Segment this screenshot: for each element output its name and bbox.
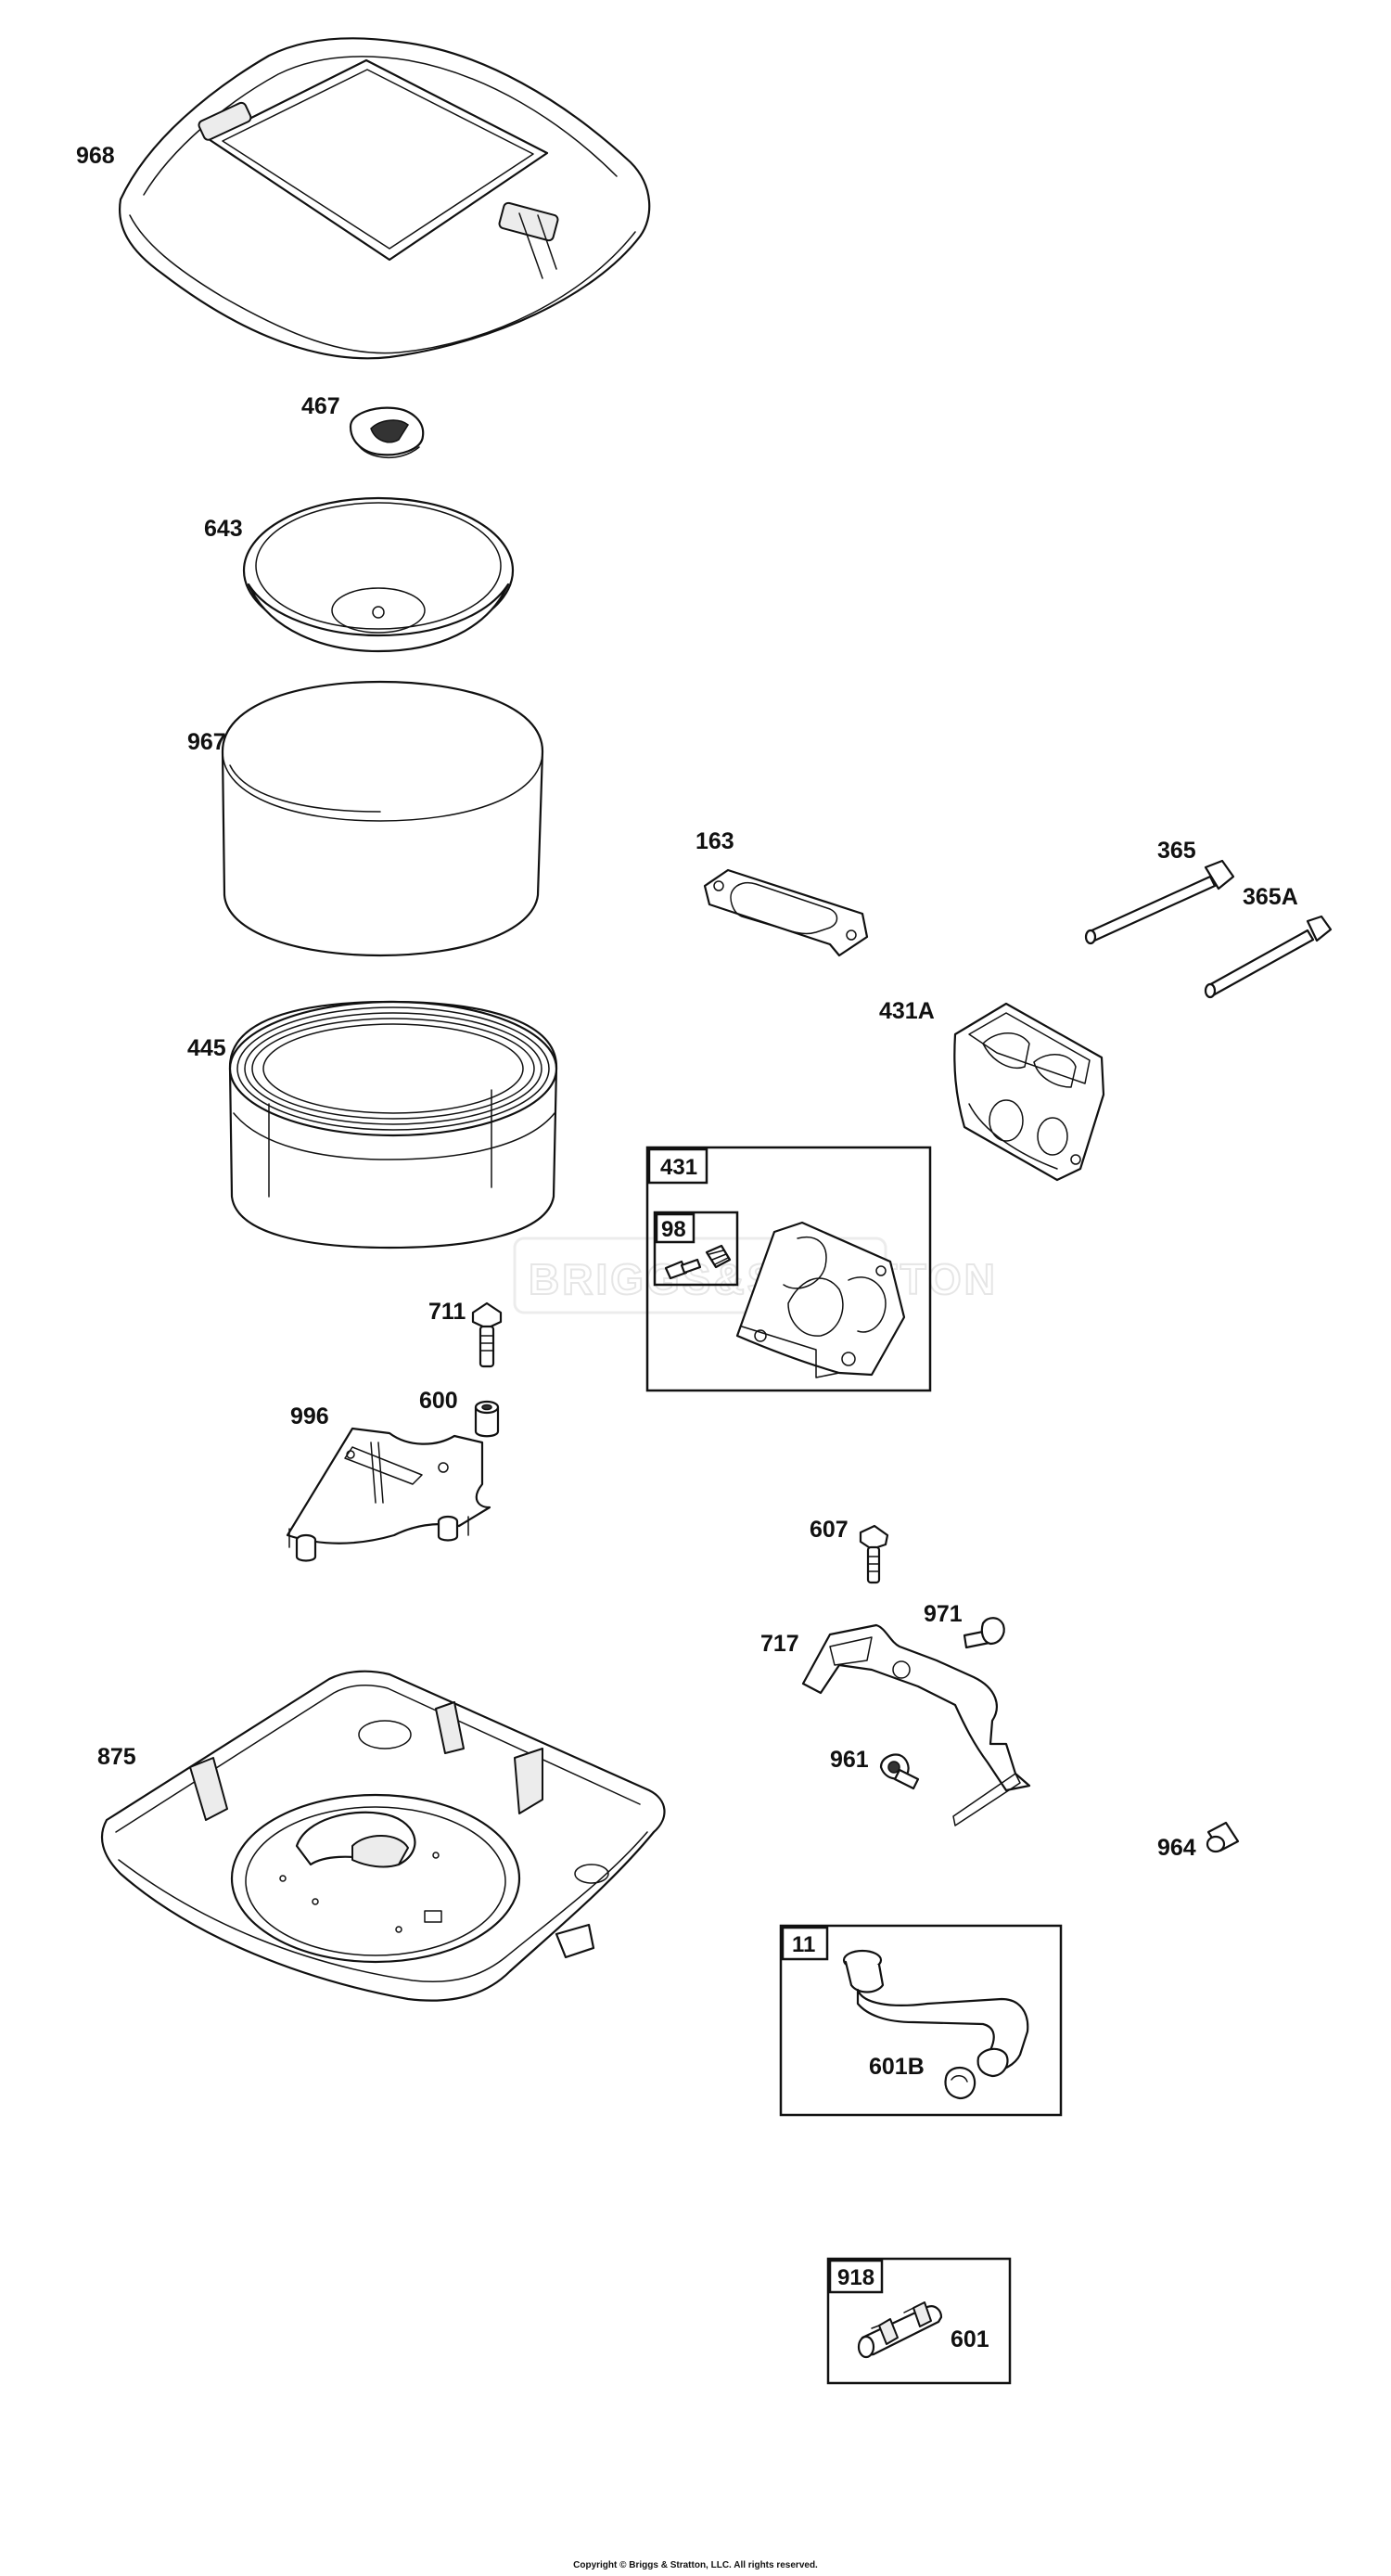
part-445-filter	[228, 1000, 558, 1250]
copyright-notice: Copyright © Briggs & Stratton, LLC. All …	[573, 2560, 818, 2570]
callout-601B: 601B	[869, 2054, 925, 2080]
callout-445: 445	[187, 1035, 226, 1061]
callout-643: 643	[204, 516, 243, 542]
kit-431-box: 431 98	[645, 1146, 932, 1392]
part-875-base	[100, 1670, 666, 2002]
part-964-cap	[1206, 1821, 1240, 1853]
callout-968: 968	[76, 143, 115, 169]
callout-711: 711	[428, 1299, 466, 1325]
part-365A-bolt	[1204, 915, 1333, 999]
part-968-cover	[119, 37, 651, 360]
part-643-dish	[242, 496, 515, 653]
kit-11-label: 11	[792, 1932, 815, 1957]
callout-365A: 365A	[1243, 884, 1298, 910]
kit-918-box: 918	[826, 2257, 1012, 2385]
part-711-bolt	[471, 1301, 503, 1368]
kit-98-label: 98	[661, 1217, 686, 1242]
callout-365: 365	[1157, 838, 1196, 864]
callout-431A: 431A	[879, 998, 935, 1024]
part-967-sleeve	[221, 680, 544, 957]
part-717-link	[801, 1623, 1031, 1826]
part-971-bolt	[963, 1617, 1005, 1649]
callout-971: 971	[924, 1601, 963, 1627]
callout-996: 996	[290, 1403, 329, 1429]
part-163-gasket	[703, 868, 869, 957]
part-600-spacer	[474, 1400, 500, 1438]
part-365-bolt	[1084, 859, 1235, 945]
part-467-knob	[349, 406, 425, 459]
part-996-bracket	[286, 1427, 491, 1562]
callout-875: 875	[97, 1744, 136, 1770]
callout-961: 961	[830, 1747, 869, 1773]
callout-163: 163	[696, 828, 734, 854]
callout-967: 967	[187, 729, 226, 755]
callout-607: 607	[810, 1517, 849, 1543]
callout-717: 717	[760, 1631, 799, 1657]
callout-467: 467	[301, 393, 340, 419]
kit-11-box: 11	[779, 1924, 1063, 2117]
part-431A-spacer	[953, 1002, 1105, 1182]
callout-601: 601	[951, 2326, 989, 2352]
callout-964: 964	[1157, 1835, 1196, 1861]
callout-600: 600	[419, 1388, 458, 1414]
part-607-bolt	[859, 1524, 889, 1584]
kit-431-label: 431	[660, 1155, 697, 1180]
kit-918-label: 918	[837, 2265, 874, 2290]
part-961-bolt	[879, 1753, 920, 1790]
